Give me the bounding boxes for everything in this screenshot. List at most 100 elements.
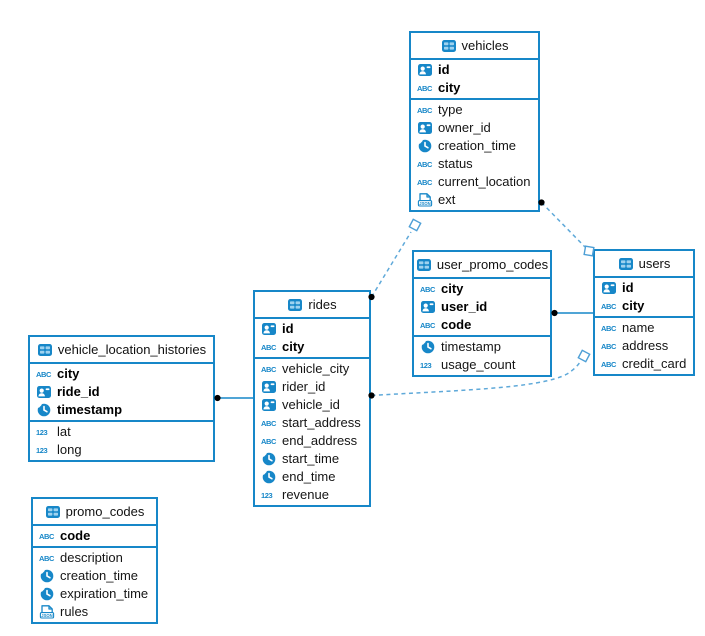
person-id-icon [261, 321, 277, 337]
field-row: ride_id [30, 383, 213, 401]
field-name: code [441, 317, 472, 332]
field-row: ABC code [414, 316, 550, 334]
field-name: code [60, 528, 91, 543]
relation-endpoint-square [408, 218, 422, 232]
table-title: vehicles [461, 38, 509, 53]
field-row: 123 long [30, 441, 213, 459]
text-type-icon: ABC [417, 105, 433, 115]
number-type-icon: 123 [261, 490, 273, 500]
fields-section: timestamp 123 usage_count [414, 335, 550, 375]
text-type-icon: ABC [420, 284, 436, 294]
time-icon [39, 568, 55, 584]
field-row: ABC city [414, 280, 550, 298]
field-row: ABC code [33, 527, 156, 545]
field-name: city [438, 80, 461, 95]
field-name: credit_card [622, 356, 687, 371]
relation-user-promo-codes-users [551, 309, 593, 317]
table-header-users[interactable]: users [595, 251, 693, 278]
text-type-icon: ABC [601, 323, 617, 333]
table-vehicle-location-histories[interactable]: vehicle_location_histories ABC city ride… [28, 335, 215, 462]
field-row: ABC vehicle_city [255, 360, 369, 378]
field-name: description [60, 550, 123, 565]
field-name: address [622, 338, 669, 353]
field-row: timestamp [30, 401, 213, 419]
table-header-vehicles[interactable]: vehicles [411, 33, 538, 60]
field-row: ABC city [255, 338, 369, 356]
text-type-icon: ABC [601, 359, 617, 369]
field-name: start_address [282, 415, 361, 430]
field-name: rider_id [282, 379, 326, 394]
table-header-user-promo-codes[interactable]: user_promo_codes [414, 252, 550, 279]
json-icon [417, 192, 433, 208]
field-row: ABC name [595, 319, 693, 337]
person-id-icon [417, 62, 433, 78]
text-type-icon: ABC [261, 342, 277, 352]
text-type-icon: ABC [39, 553, 55, 563]
field-row: ABC type [411, 101, 538, 119]
person-id-icon [261, 397, 277, 413]
field-row: creation_time [411, 137, 538, 155]
field-name: type [438, 102, 463, 117]
field-row: 123 revenue [255, 486, 369, 504]
field-row: 123 usage_count [414, 356, 550, 374]
person-id-icon [261, 379, 277, 395]
table-vehicles[interactable]: vehicles id ABC city ABC type owner_id c… [409, 31, 540, 212]
text-type-icon: ABC [39, 531, 55, 541]
field-row: ABC city [30, 365, 213, 383]
field-row: rider_id [255, 378, 369, 396]
text-type-icon: ABC [417, 177, 433, 187]
field-name: id [282, 321, 294, 336]
field-name: vehicle_city [282, 361, 350, 376]
relation-vehicles-users [538, 199, 595, 257]
fields-section: ABC name ABC address ABC credit_card [595, 316, 693, 374]
table-icon [45, 504, 61, 520]
primary-key-section: id ABC city [595, 278, 693, 316]
table-user-promo-codes[interactable]: user_promo_codes ABC city user_id ABC co… [412, 250, 552, 377]
field-name: ride_id [57, 384, 100, 399]
field-name: revenue [282, 487, 329, 502]
field-row: user_id [414, 298, 550, 316]
field-row: ABC end_address [255, 432, 369, 450]
table-rides[interactable]: rides id ABC city ABC vehicle_city rider… [253, 290, 371, 507]
table-title: vehicle_location_histories [57, 342, 207, 357]
field-row: vehicle_id [255, 396, 369, 414]
field-name: id [438, 62, 450, 77]
field-name: current_location [438, 174, 531, 189]
table-promo-codes[interactable]: promo_codes ABC code ABC description cre… [31, 497, 158, 624]
field-row: ABC address [595, 337, 693, 355]
field-name: ext [438, 192, 456, 207]
field-row: id [595, 279, 693, 297]
text-type-icon: ABC [601, 341, 617, 351]
field-name: end_time [282, 469, 336, 484]
table-header-vehicle-location-histories[interactable]: vehicle_location_histories [30, 337, 213, 364]
fields-section: ABC description creation_time expiration… [33, 546, 156, 622]
field-name: creation_time [438, 138, 517, 153]
text-type-icon: ABC [417, 159, 433, 169]
table-header-rides[interactable]: rides [255, 292, 369, 319]
text-type-icon: ABC [261, 364, 277, 374]
table-header-promo-codes[interactable]: promo_codes [33, 499, 156, 526]
table-icon [618, 256, 634, 272]
person-id-icon [417, 120, 433, 136]
relation-endpoint-square [577, 349, 591, 363]
time-icon [420, 339, 436, 355]
field-row: rules [33, 603, 156, 621]
fields-section: ABC vehicle_city rider_id vehicle_id ABC… [255, 357, 369, 505]
field-name: creation_time [60, 568, 139, 583]
field-row: ext [411, 191, 538, 209]
table-icon [416, 257, 432, 273]
table-title: user_promo_codes [436, 257, 549, 272]
person-id-icon [420, 299, 436, 315]
field-name: city [622, 298, 645, 313]
field-name: owner_id [438, 120, 491, 135]
field-name: city [441, 281, 464, 296]
time-icon [261, 469, 277, 485]
json-icon [39, 604, 55, 620]
field-row: timestamp [414, 338, 550, 356]
number-type-icon: 123 [36, 445, 48, 455]
fields-section: 123 lat 123 long [30, 420, 213, 460]
table-users[interactable]: users id ABC city ABC name ABC address A… [593, 249, 695, 376]
field-row: ABC start_address [255, 414, 369, 432]
relation-endpoint-dot [214, 394, 221, 402]
field-row: id [255, 320, 369, 338]
